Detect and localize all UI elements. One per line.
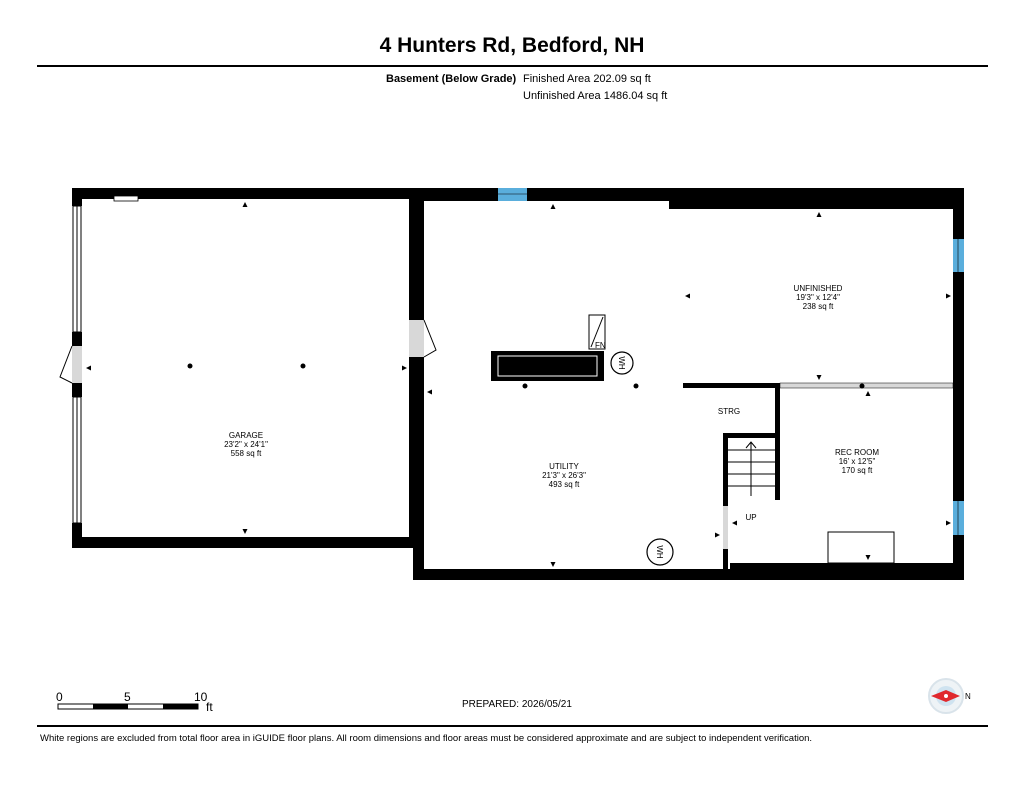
room-garage: GARAGE 23'2" x 24'1" 558 sq ft bbox=[224, 431, 268, 458]
header-rule bbox=[37, 65, 988, 67]
disclaimer-text: White regions are excluded from total fl… bbox=[40, 733, 813, 744]
svg-text:REC ROOM: REC ROOM bbox=[835, 448, 879, 457]
support-posts bbox=[187, 363, 865, 389]
utility-window bbox=[498, 188, 527, 201]
svg-text:238 sq ft: 238 sq ft bbox=[803, 302, 834, 311]
level-label: Basement (Below Grade) bbox=[386, 73, 517, 85]
svg-text:170 sq ft: 170 sq ft bbox=[842, 466, 873, 475]
svg-text:WH: WH bbox=[617, 356, 626, 370]
storage-label: STRG bbox=[718, 407, 740, 416]
svg-text:GARAGE: GARAGE bbox=[229, 431, 263, 440]
garage-walls bbox=[72, 188, 424, 548]
compass-north-label: N bbox=[965, 692, 971, 701]
room-utility: UTILITY 21'3" x 26'3" 493 sq ft bbox=[542, 462, 586, 489]
svg-text:558 sq ft: 558 sq ft bbox=[231, 449, 262, 458]
garage-side-door bbox=[59, 345, 82, 384]
room-unfinished: UNFINISHED 19'3" x 12'4" 238 sq ft bbox=[794, 284, 843, 311]
svg-text:21'3" x 26'3": 21'3" x 26'3" bbox=[542, 471, 586, 480]
rec-room-fixture bbox=[827, 531, 895, 564]
compass-icon bbox=[928, 678, 964, 714]
finished-area: Finished Area 202.09 sq ft bbox=[523, 73, 651, 85]
garage-west-windows bbox=[72, 205, 82, 524]
unfinished-rec-opening bbox=[779, 382, 954, 389]
prepared-date: PREPARED: 2026/05/21 bbox=[462, 699, 572, 710]
stairs-up-label: UP bbox=[745, 513, 756, 522]
interior-walls bbox=[683, 383, 780, 573]
stair-door bbox=[723, 506, 728, 549]
svg-text:23'2" x 24'1": 23'2" x 24'1" bbox=[224, 440, 268, 449]
scale-bar bbox=[57, 703, 199, 710]
utility-walls bbox=[413, 188, 964, 580]
rec-room-window bbox=[953, 501, 964, 535]
footer-rule bbox=[37, 725, 988, 727]
garage-utility-door bbox=[409, 319, 437, 358]
water-heater-icon: WH bbox=[610, 351, 634, 375]
svg-text:16' x 12'5": 16' x 12'5" bbox=[839, 457, 876, 466]
svg-text:UNFINISHED: UNFINISHED bbox=[794, 284, 843, 293]
furnace-label: FN bbox=[595, 341, 606, 350]
scale-unit: ft bbox=[206, 700, 213, 714]
scale-tick-0: 0 bbox=[56, 690, 63, 704]
svg-text:UTILITY: UTILITY bbox=[549, 462, 579, 471]
scale-tick-10: 10 bbox=[194, 690, 208, 704]
unfinished-window bbox=[953, 239, 964, 272]
room-rec-room: REC ROOM 16' x 12'5" 170 sq ft bbox=[835, 448, 879, 475]
unfinished-area: Unfinished Area 1486.04 sq ft bbox=[523, 90, 668, 102]
garage-vent bbox=[113, 195, 139, 202]
svg-text:493 sq ft: 493 sq ft bbox=[549, 480, 580, 489]
staircase bbox=[728, 441, 775, 496]
page-title: 4 Hunters Rd, Bedford, NH bbox=[379, 34, 645, 57]
svg-text:19'3" x 12'4": 19'3" x 12'4" bbox=[796, 293, 840, 302]
water-heater-icon: WH bbox=[646, 538, 674, 566]
scale-tick-5: 5 bbox=[124, 690, 131, 704]
svg-text:WH: WH bbox=[655, 545, 664, 559]
dimension-markers bbox=[86, 202, 951, 567]
